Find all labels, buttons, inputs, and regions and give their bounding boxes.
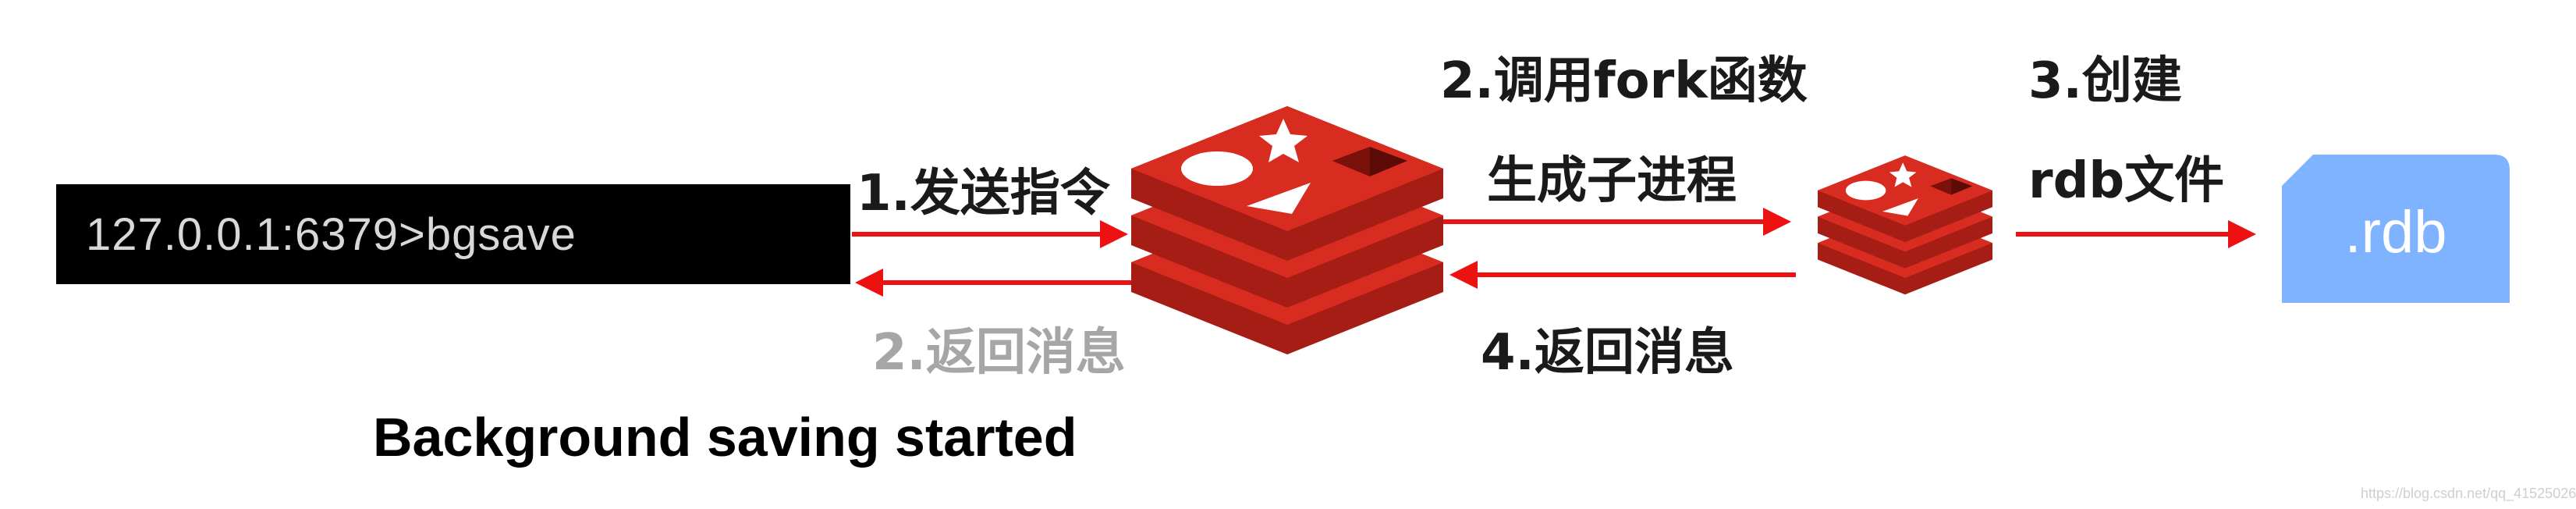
terminal-command: 127.0.0.1:6379>bgsave — [86, 208, 577, 260]
step-send-command-label: 1.发送指令 — [857, 165, 1110, 222]
bgsave-status-text: Background saving started — [373, 407, 1077, 468]
rdb-file-icon — [2282, 155, 2510, 303]
watermark: https://blog.csdn.net/qq_41525026 — [2361, 486, 2576, 501]
redis-server-icon — [1131, 106, 1443, 354]
redis-child-process-icon — [1818, 155, 1992, 295]
terminal-box: 127.0.0.1:6379>bgsave — [56, 184, 850, 284]
step-fork-label: 2.调用fork函数 — [1440, 52, 1808, 110]
step-child-process-label: 生成子进程 — [1487, 152, 1737, 210]
step-rdb-file-label: rdb文件 — [2028, 152, 2225, 210]
step-return-child-label: 4.返回消息 — [1481, 324, 1734, 382]
step-create-rdb-label: 3.创建 — [2028, 52, 2182, 110]
rdb-file-label: .rdb — [2344, 198, 2447, 265]
step-return-client-label: 2.返回消息 — [872, 324, 1126, 382]
